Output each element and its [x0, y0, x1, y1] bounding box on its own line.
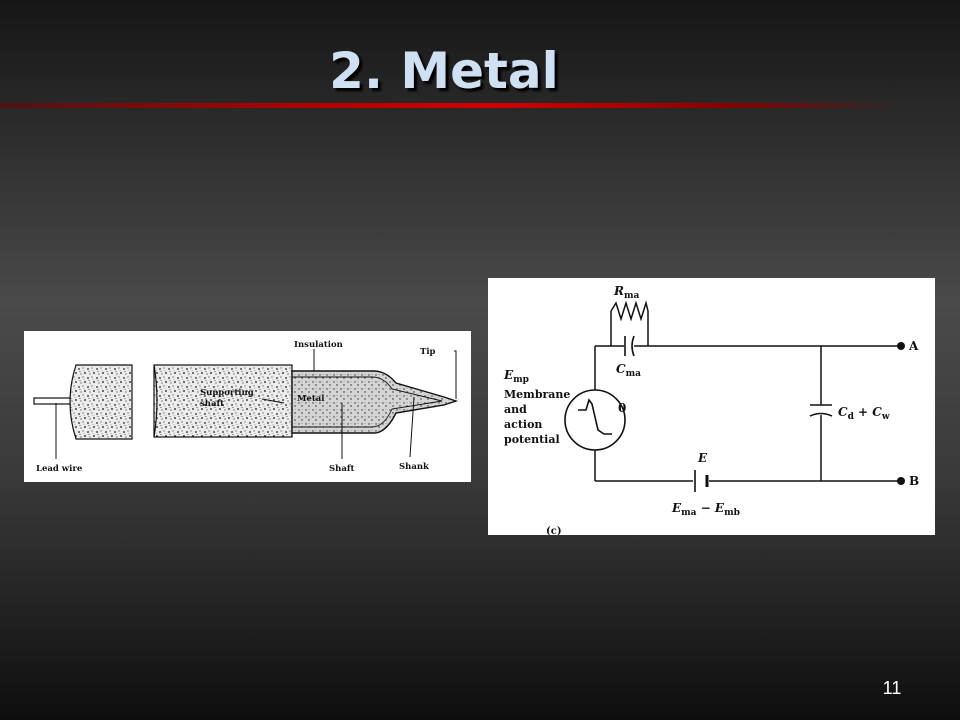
- capacitor-cd-cw: [809, 404, 833, 417]
- label-insulation: Insulation: [294, 340, 343, 350]
- label-r-ma: Rma: [613, 284, 640, 301]
- battery-e: [694, 470, 709, 492]
- label-terminal-b: B: [909, 474, 919, 488]
- resistor-r-ma: [610, 300, 649, 322]
- label-membrane-line1: Membrane: [504, 388, 570, 401]
- label-terminal-a: A: [908, 339, 919, 353]
- terminal-b-dot: [897, 477, 905, 485]
- circuit-wires: [594, 311, 901, 482]
- page-number: 11: [882, 678, 902, 698]
- label-tip: Tip: [420, 347, 436, 357]
- label-membrane-line4: potential: [504, 433, 560, 446]
- terminal-a-dot: [897, 342, 905, 350]
- label-emf: Ema − Emb: [671, 501, 740, 518]
- title-underline: [0, 103, 900, 108]
- label-c-ma: Cma: [616, 362, 641, 379]
- label-membrane-line2: and: [504, 403, 527, 416]
- label-lead-wire: Lead wire: [36, 464, 83, 474]
- slide-title: 2. Metal: [329, 42, 559, 100]
- label-metal: Metal: [297, 394, 325, 404]
- label-membrane-line3: action: [504, 418, 542, 431]
- leader-lines: [55, 349, 457, 459]
- source-membrane-potential: [564, 389, 626, 451]
- label-zero: 0: [618, 401, 626, 415]
- label-e-mp: Emp: [503, 368, 529, 385]
- label-battery-e: E: [697, 451, 708, 465]
- label-supporting-shaft-line2: shaft: [200, 399, 224, 409]
- label-shaft: Shaft: [329, 464, 354, 474]
- equivalent-circuit-diagram: Rma Cma Emp Membrane and action potentia…: [488, 278, 935, 535]
- shaft-left-segment: [69, 364, 133, 440]
- label-supporting-shaft-line1: Supporting: [200, 388, 254, 398]
- label-shank: Shank: [399, 462, 430, 472]
- label-panel-c: (c): [546, 526, 562, 535]
- metal-shaft: [291, 370, 459, 434]
- label-cd-cw: Cd + Cw: [838, 405, 890, 422]
- supporting-shaft: [153, 364, 293, 438]
- electrode-diagram: Insulation Tip Supporting shaft Metal Le…: [24, 331, 471, 482]
- capacitor-c-ma: [624, 335, 635, 357]
- lead-wire: [33, 397, 75, 405]
